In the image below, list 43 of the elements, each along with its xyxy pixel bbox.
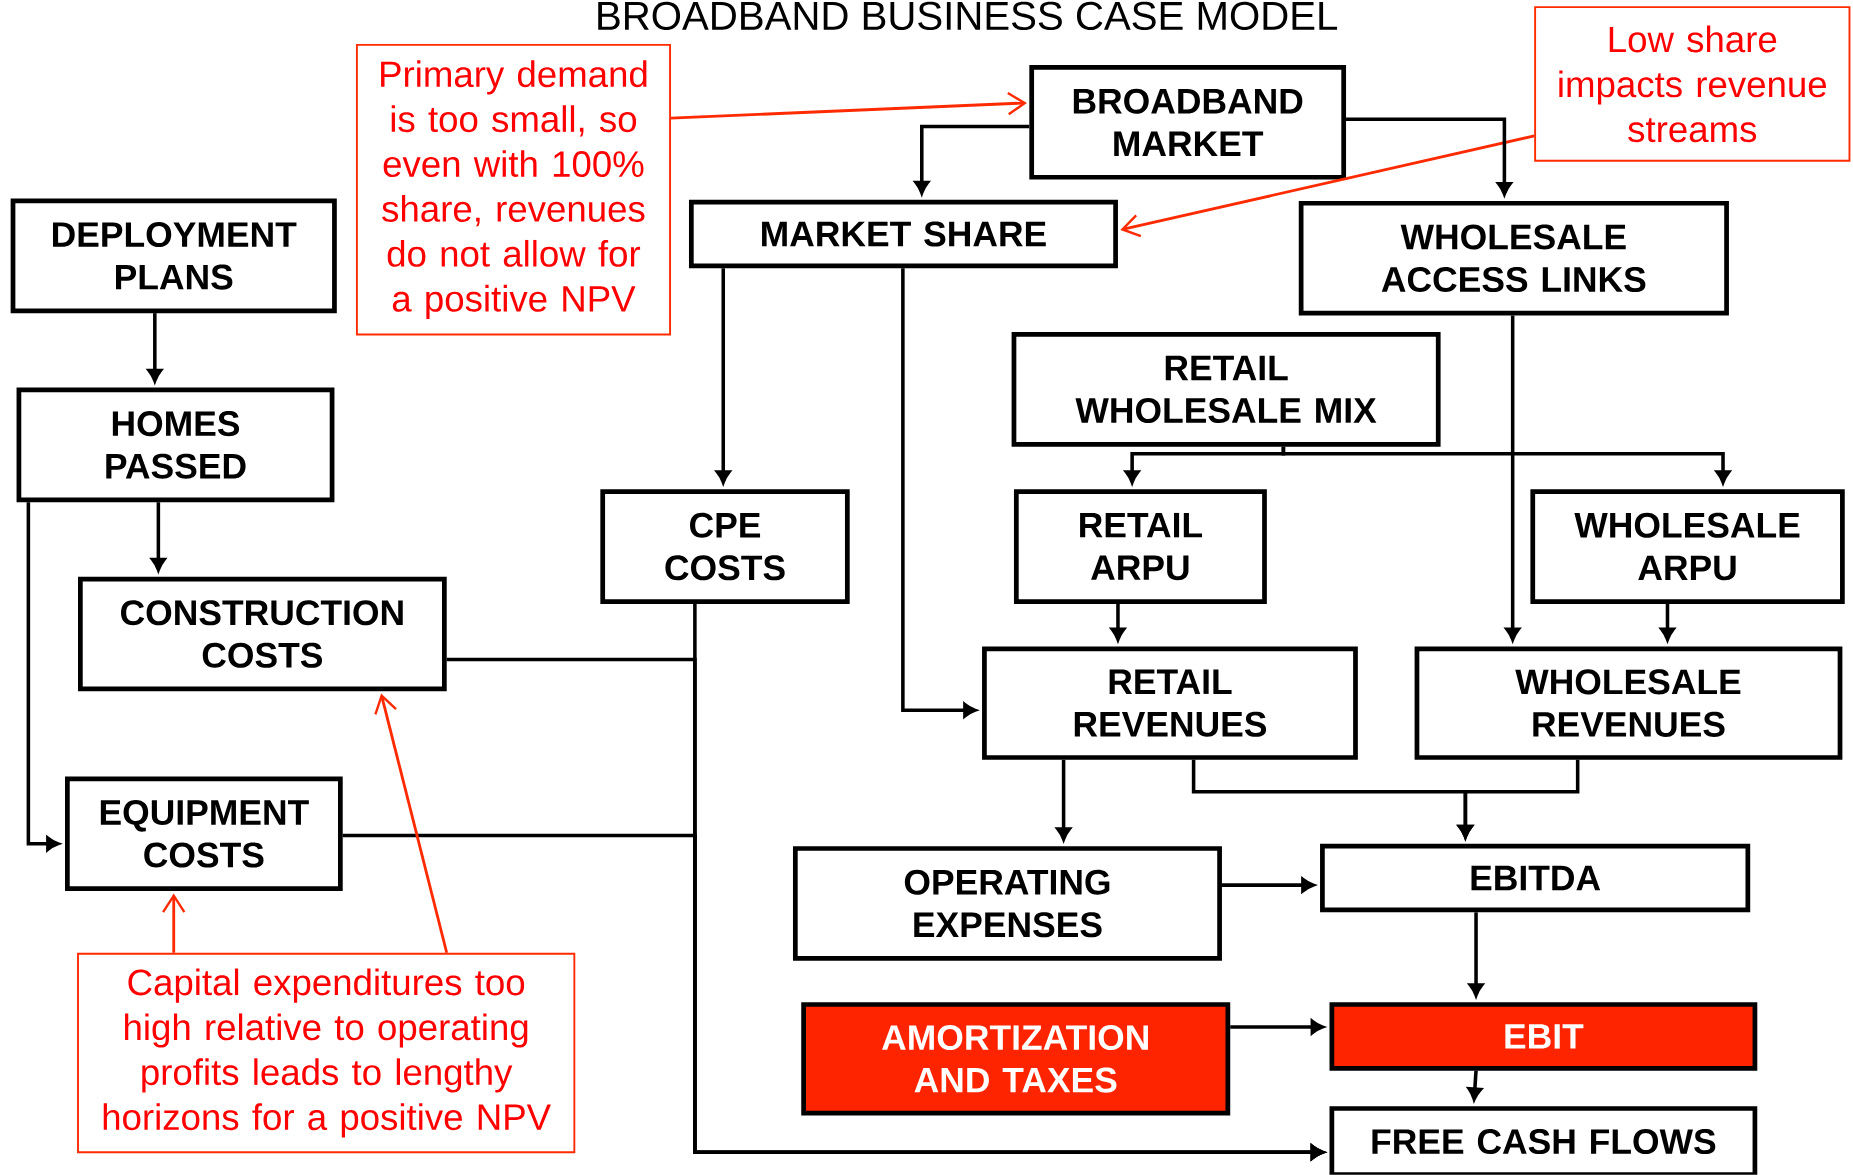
flow-box: CPE COSTS: [600, 489, 850, 605]
arrow: [1660, 604, 1675, 642]
flow-box: WHOLESALE ARPU: [1530, 489, 1845, 605]
flow-box: WHOLESALE REVENUES: [1414, 646, 1843, 761]
arrow: [693, 604, 1325, 1160]
arrow: [1467, 1070, 1483, 1101]
flow-box: BROADBAND MARKET: [1029, 65, 1347, 180]
flow-box: RETAIL ARPU: [1013, 489, 1267, 605]
arrow: [1230, 1019, 1325, 1035]
note-box: Capital expenditures too high relative to operating profits leads to lengthy horizons for a positive NPV: [77, 952, 576, 1154]
flow-box: DEPLOYMENT PLANS: [10, 198, 337, 314]
arrow: [150, 502, 166, 572]
arrow: [147, 313, 163, 383]
flow-box: WHOLESALE ACCESS LINKS: [1298, 201, 1729, 316]
flow-box: OPERATING EXPENSES: [792, 846, 1222, 961]
arrow: [1505, 315, 1521, 642]
leader-arrow: [1120, 134, 1535, 238]
flow-box: HOMES PASSED: [16, 387, 335, 503]
flow-box: FREE CASH FLOWS: [1329, 1106, 1758, 1175]
flow-box: CONSTRUCTION COSTS: [78, 576, 447, 692]
arrow: [1110, 604, 1126, 642]
title: BROADBAND BUSINESS CASE MODEL: [598, 1, 1338, 31]
highlighted-box: AMORTIZATION AND TAXES: [801, 1002, 1231, 1116]
arrow: [914, 124, 1030, 195]
highlighted-box: EBIT: [1329, 1002, 1758, 1071]
leader-arrow: [374, 693, 449, 954]
arrow: [715, 268, 731, 485]
arrow: [1281, 446, 1731, 485]
flow-box: RETAIL REVENUES: [982, 646, 1358, 761]
flow-box: EBITDA: [1320, 843, 1751, 913]
flow-box: EQUIPMENT COSTS: [65, 776, 343, 892]
arrow: [26, 502, 60, 852]
arrow: [1346, 117, 1512, 196]
note-box: Primary demand is too small, so even with 100% share, revenues do not allow for a positive NPV: [355, 44, 671, 336]
note-box: Low share impacts revenue streams: [1534, 6, 1851, 162]
arrow: [901, 268, 977, 718]
flow-box: MARKET SHARE: [688, 199, 1118, 269]
leader-arrow: [670, 92, 1027, 120]
arrow: [1457, 760, 1580, 839]
flow-box: RETAIL WHOLESALE MIX: [1011, 332, 1441, 447]
arrow: [1468, 912, 1484, 997]
leader-arrow: [162, 893, 186, 953]
arrow: [1221, 877, 1315, 893]
